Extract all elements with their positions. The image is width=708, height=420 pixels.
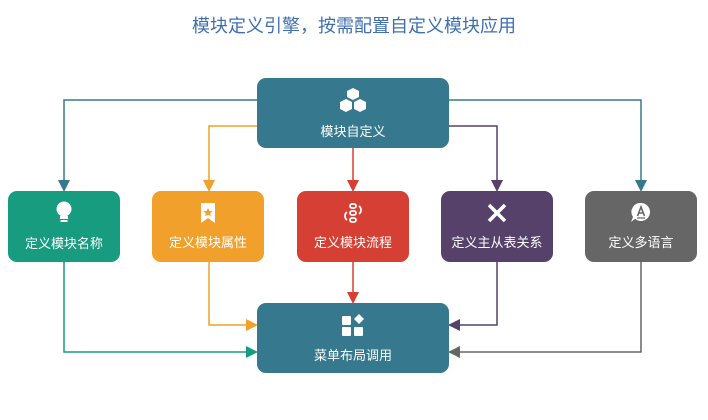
cubes-icon <box>340 87 366 112</box>
node-label: 模块自定义 <box>320 124 386 140</box>
connector <box>448 262 498 331</box>
connector <box>448 262 642 358</box>
page-title: 模块定义引擎，按需配置自定义模块应用 <box>192 16 516 37</box>
node-label: 定义模块流程 <box>313 236 392 251</box>
apps-icon <box>342 313 364 336</box>
language-icon <box>631 202 651 222</box>
connector <box>63 262 258 358</box>
node-label: 菜单布局调用 <box>313 348 392 364</box>
step-node-relations: 定义主从表关系 <box>441 191 553 262</box>
flow-icon <box>344 203 362 223</box>
connector <box>449 99 647 192</box>
module-customize-node: 模块自定义 <box>257 78 449 148</box>
lightbulb-icon <box>56 201 72 222</box>
node-label: 定义模块属性 <box>168 236 247 251</box>
node-label: 定义多语言 <box>608 236 674 251</box>
pencil-ruler-icon <box>487 203 507 223</box>
bookmark-star-icon <box>201 203 215 223</box>
step-node-name: 定义模块名称 <box>8 191 120 262</box>
menu-layout-node: 菜单布局调用 <box>257 303 449 373</box>
step-node-flow: 定义模块流程 <box>297 191 409 262</box>
step-node-attributes: 定义模块属性 <box>152 191 264 262</box>
step-node-language: 定义多语言 <box>585 191 697 262</box>
connector <box>203 125 257 192</box>
node-label: 定义主从表关系 <box>451 236 543 251</box>
node-label: 定义模块名称 <box>24 237 103 252</box>
connector <box>58 99 257 192</box>
connector <box>449 125 503 192</box>
connector <box>208 262 258 331</box>
